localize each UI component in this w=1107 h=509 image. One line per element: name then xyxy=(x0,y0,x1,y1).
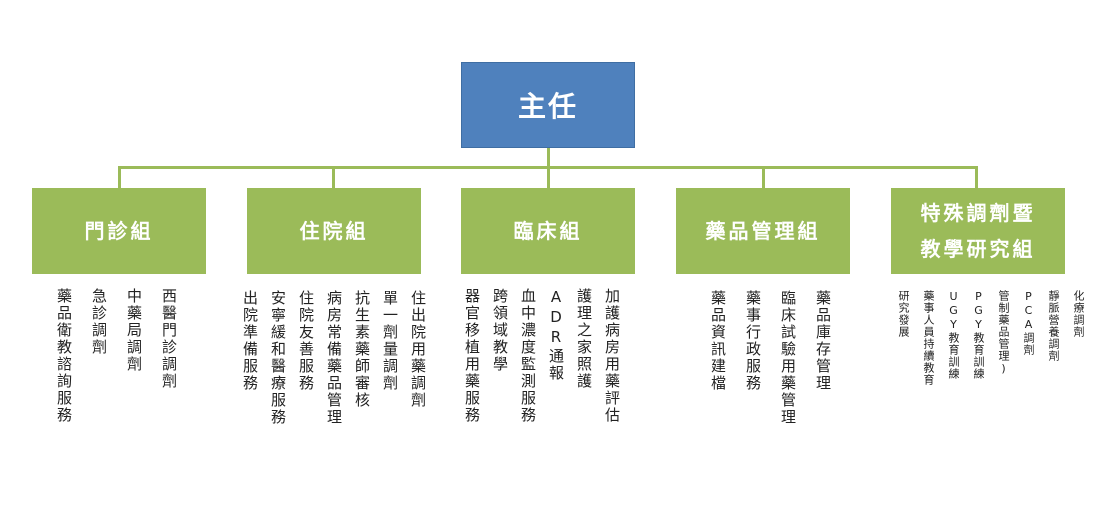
duty-item: PGY教育訓練 xyxy=(972,290,985,380)
duty-item: ADR通報 xyxy=(547,288,565,382)
duty-item: 跨領域教學 xyxy=(491,288,509,373)
duty-item: 血中濃度監測服務 xyxy=(519,288,537,424)
group-label: 藥品管理組 xyxy=(705,219,821,243)
group-connector-4 xyxy=(762,166,765,188)
root-node-director: 主任 xyxy=(461,62,635,148)
group-node-clinical: 臨床組 xyxy=(461,188,635,274)
duty-item: 藥品衛教諮詢服務 xyxy=(55,288,73,424)
duty-item: 器官移植用藥服務 xyxy=(463,288,481,424)
group-connector-3 xyxy=(547,166,550,188)
duty-item: 藥事行政服務 xyxy=(744,290,762,392)
duty-item: 西醫門診調劑 xyxy=(160,288,178,390)
duty-item: 化療調劑 xyxy=(1072,290,1085,338)
duty-item: 靜脈營養調劑 xyxy=(1047,290,1060,362)
duty-item: 住出院用藥調劑 xyxy=(409,290,427,409)
duty-item: 安寧緩和醫療服務 xyxy=(269,290,287,426)
group-node-inpatient: 住院組 xyxy=(247,188,421,274)
group-node-outpatient: 門診組 xyxy=(32,188,206,274)
duty-item: 研究發展 xyxy=(897,290,910,338)
duty-item: 急診調劑 xyxy=(90,288,108,356)
duty-item: 藥事人員持續教育 xyxy=(922,290,935,386)
duty-item: 抗生素藥師審核 xyxy=(353,290,371,409)
duty-item: 藥品庫存管理 xyxy=(814,290,832,392)
duty-item: 單一劑量調劑 xyxy=(381,290,399,392)
duty-item: PCA調劑 xyxy=(1022,290,1035,356)
duty-item: 加護病房用藥評估 xyxy=(603,288,621,424)
duty-item: 病房常備藥品管理 xyxy=(325,290,343,426)
group-connector-5 xyxy=(975,166,978,188)
group-node-drug-management: 藥品管理組 xyxy=(676,188,850,274)
duty-item: 管制藥品管理) xyxy=(997,290,1010,376)
duty-item: 住院友善服務 xyxy=(297,290,315,392)
root-node-label: 主任 xyxy=(517,90,578,123)
duty-item: 中藥局調劑 xyxy=(125,288,143,373)
group-node-special-compounding-education: 特殊調劑暨 教學研究組 xyxy=(891,188,1065,274)
group-label-line-1: 特殊調劑暨 xyxy=(920,201,1036,225)
duty-item: 護理之家照護 xyxy=(575,288,593,390)
group-label-line-2: 教學研究組 xyxy=(920,237,1036,261)
group-label: 住院組 xyxy=(299,219,369,243)
duty-item: 臨床試驗用藥管理 xyxy=(779,290,797,426)
duty-item: UGY教育訓練 xyxy=(947,290,960,380)
group-label: 門診組 xyxy=(84,219,154,243)
root-connector xyxy=(547,148,550,168)
duty-item: 出院準備服務 xyxy=(241,290,259,392)
group-connector-2 xyxy=(332,166,335,188)
group-connector-1 xyxy=(118,166,121,188)
group-label: 臨床組 xyxy=(513,219,583,243)
duty-item: 藥品資訊建檔 xyxy=(709,290,727,392)
